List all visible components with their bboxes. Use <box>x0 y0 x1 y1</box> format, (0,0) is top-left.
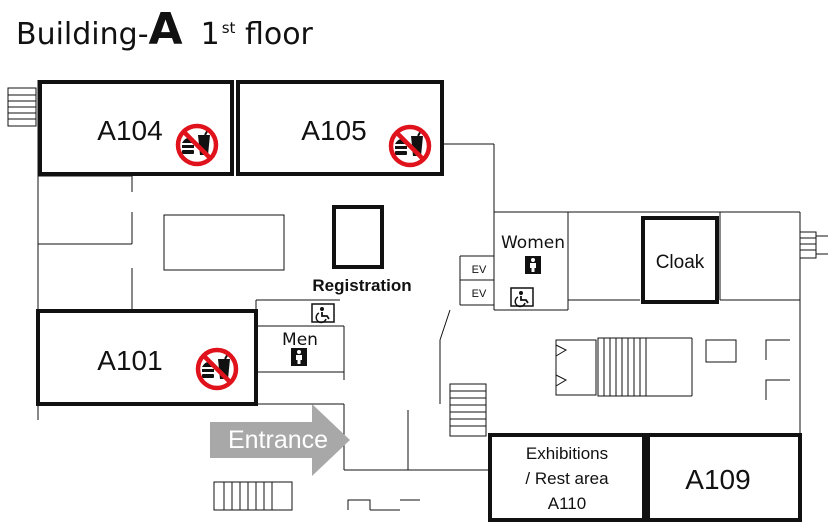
stairs-bottom <box>213 481 293 511</box>
stairs-right <box>799 231 828 259</box>
room-label-a105: A105 <box>301 115 366 146</box>
room-label-a104: A104 <box>97 115 162 146</box>
title-building: Building- <box>16 17 149 52</box>
room-label-cloak: Cloak <box>656 252 705 273</box>
room-label-a110-line1: Exhibitions <box>526 444 608 463</box>
wheelchair-icon <box>311 303 335 324</box>
elevator-label-2: EV <box>472 288 487 300</box>
room-label-a110-line3: A110 <box>548 494 586 513</box>
room-label-a109: A109 <box>685 464 750 495</box>
restroom-women-icon <box>525 256 541 274</box>
men-label: Men <box>282 330 318 350</box>
title-floor-sup: st <box>221 19 236 37</box>
room-label-a110-line2: / Rest area <box>525 469 609 488</box>
title-floor-word: floor <box>244 17 313 52</box>
stairs-center <box>555 337 693 397</box>
room-a109[interactable] <box>646 433 802 522</box>
registration-desk <box>332 205 384 269</box>
restroom-men-icon <box>291 348 307 366</box>
elevator-label-1: EV <box>472 264 487 276</box>
stairs-mid <box>449 383 487 437</box>
room-label-a101: A101 <box>97 345 162 376</box>
stairs-top-left <box>7 87 37 127</box>
room-cloak[interactable] <box>641 216 719 304</box>
wheelchair-icon <box>510 287 534 308</box>
room-a110[interactable] <box>488 433 646 522</box>
entrance-arrow[interactable]: Entrance <box>210 404 350 476</box>
entrance-label: Entrance <box>228 426 328 454</box>
registration-label: Registration <box>312 276 411 295</box>
women-label: Women <box>501 233 565 253</box>
title-letter: A <box>148 4 183 55</box>
title-floor-num: 1 <box>200 17 220 52</box>
